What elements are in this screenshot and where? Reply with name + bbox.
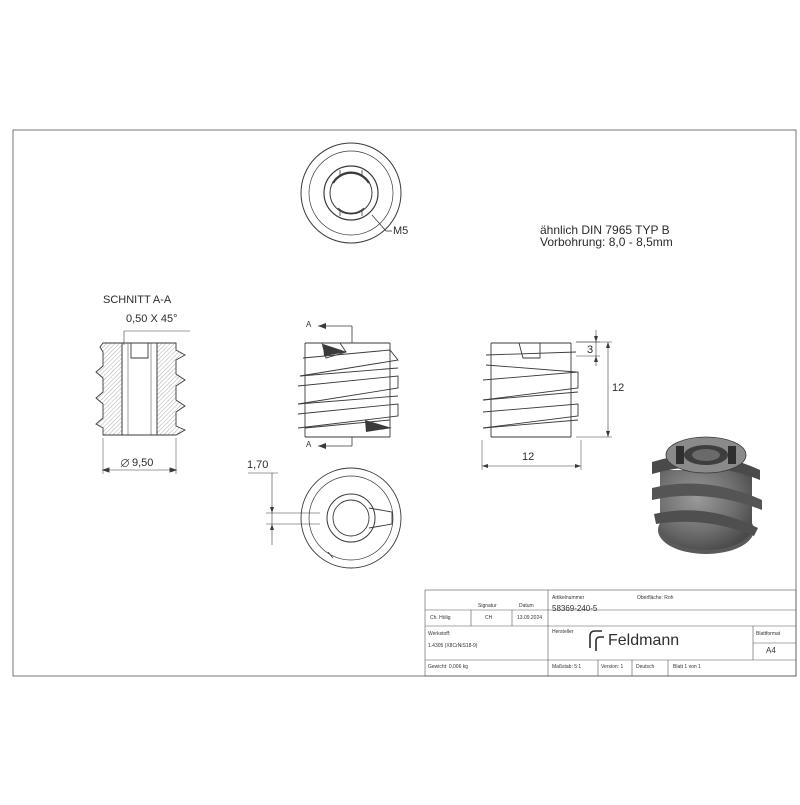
note-line-1: ähnlich DIN 7965 TYP B — [540, 223, 670, 237]
tb-blatt: Blatt 1 von 1 — [673, 664, 701, 670]
dim-width-12: 12 — [522, 451, 535, 463]
drawing-frame — [12, 129, 797, 677]
bottom-view — [248, 467, 402, 569]
tb-signatur: CH — [485, 615, 493, 621]
tb-artikelnummer-label: Artikelnummer — [552, 595, 585, 601]
feldmann-logo-mark — [589, 630, 604, 651]
tb-header-signatur: Signatur — [478, 603, 497, 609]
tb-sprache: Deutsch — [636, 664, 655, 670]
tb-werkstoff: 1.4305 (X8CrNiS18-9) — [428, 643, 478, 649]
diameter-label: 9,50 — [132, 457, 154, 469]
tb-version: Version: 1 — [601, 664, 624, 670]
tb-hersteller-label: Hersteller — [552, 629, 574, 635]
tb-gewicht: Gewicht: 0,006 kg — [428, 664, 469, 670]
tb-massstab: Maßstab: 5:1 — [552, 664, 582, 670]
section-view — [95, 330, 190, 474]
title-block-lines — [424, 589, 797, 677]
chamfer-label: 0,50 X 45° — [126, 313, 178, 325]
thread-label: M5 — [393, 225, 409, 237]
note-line-2: Vorbohrung: 8,0 - 8,5mm — [540, 235, 673, 249]
section-mark-top: A — [306, 320, 312, 329]
company-name: Feldmann — [608, 632, 680, 649]
tb-datum: 13.09.2024 — [517, 615, 543, 621]
tb-blattformat: A4 — [766, 646, 776, 655]
side-view — [297, 323, 399, 449]
tb-werkstoff-label: Werkstoff: — [428, 631, 451, 637]
dim-3: 3 — [587, 344, 594, 356]
right-view — [481, 330, 612, 470]
tb-name: Ch. Hölig — [430, 615, 451, 621]
top-view — [300, 142, 402, 244]
section-mark-bottom: A — [306, 440, 312, 449]
tb-artikelnummer: 58369-240-5 — [552, 604, 598, 613]
tb-blattformat-label: Blattformat — [756, 631, 781, 637]
section-title: SCHNITT A-A — [103, 294, 172, 306]
part-3d-render — [652, 436, 762, 554]
tb-header-datum: Datum — [519, 603, 534, 609]
dim-height-12: 12 — [612, 382, 625, 394]
tb-oberflaeche: Oberfläche: Roh — [637, 595, 674, 601]
dim-offset: 1,70 — [247, 459, 269, 471]
